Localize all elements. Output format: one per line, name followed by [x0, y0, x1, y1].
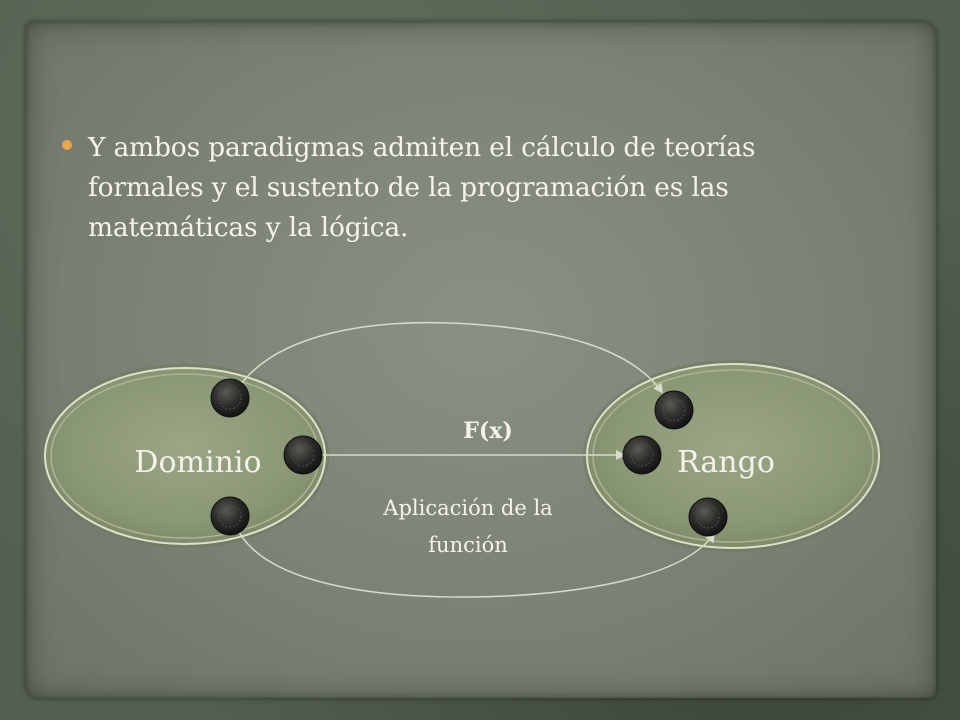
bottom-mapping-arrow [235, 525, 716, 598]
bullet-dot-icon [62, 140, 72, 150]
function-label: F(x) [463, 418, 513, 444]
range-label: Rango [677, 445, 775, 480]
domain-label: Dominio [134, 445, 261, 480]
range-element [622, 435, 662, 475]
bullet-text: Y ambos paradigmas admiten el cálculo de… [88, 132, 756, 243]
top-mapping-arrow [231, 321, 664, 399]
range-element [688, 497, 728, 537]
caption-line-2: función [428, 533, 507, 557]
domain-set [41, 364, 329, 548]
domain-element [210, 496, 250, 536]
range-element [654, 390, 694, 430]
domain-element [283, 435, 323, 475]
caption-line-1: Aplicación de la [382, 496, 552, 520]
bullet-item: Y ambos paradigmas admiten el cálculo de… [62, 128, 842, 248]
domain-element [210, 378, 250, 418]
slide-card [26, 22, 936, 698]
